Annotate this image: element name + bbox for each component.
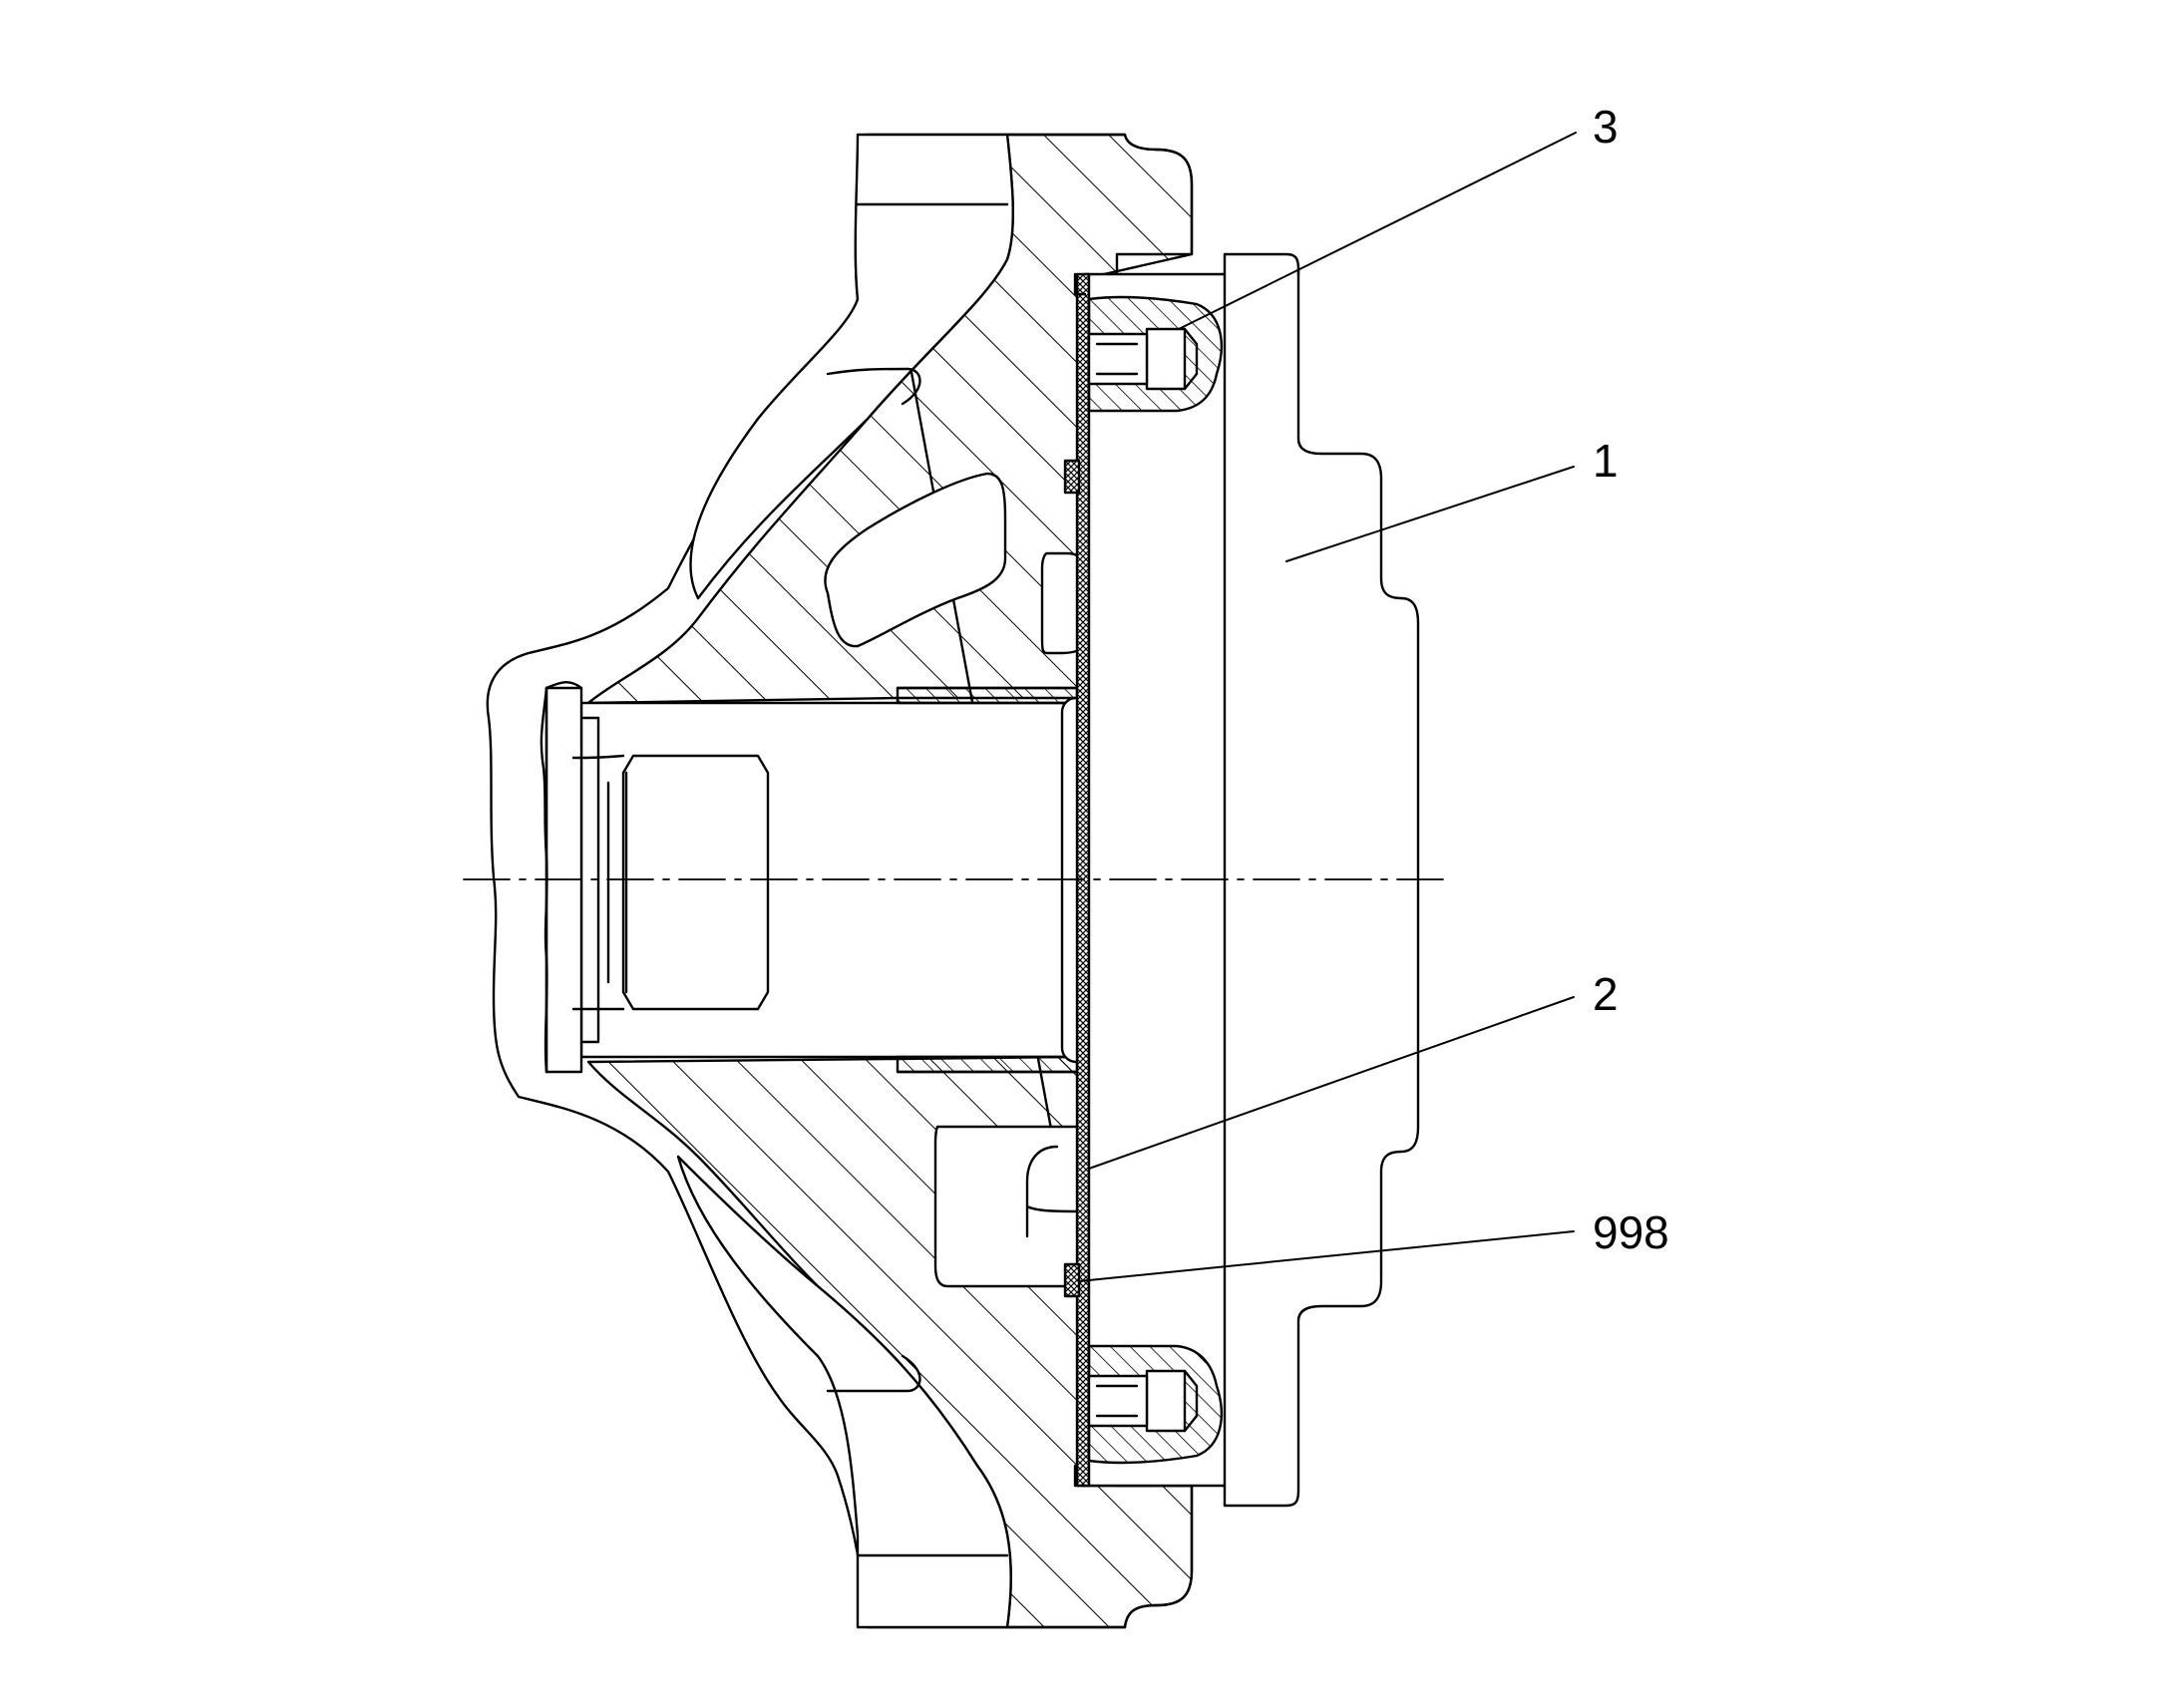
leader-2: [1088, 996, 1575, 1170]
callout-label-1: 1: [1593, 435, 1619, 487]
shaft-spline: [606, 754, 770, 1011]
cavity-upper: [824, 472, 1007, 648]
upper-lug: [689, 133, 1014, 600]
o-ring-lower: [1063, 1262, 1081, 1298]
bushing-top: [896, 686, 1079, 705]
bolt-lower-head: [1145, 1369, 1187, 1433]
shaft-end: [579, 716, 600, 1044]
callout-label-998: 998: [1593, 1206, 1669, 1258]
bushing-bottom: [896, 1055, 1079, 1074]
leader-1: [1285, 466, 1575, 562]
leader-998: [1078, 1230, 1575, 1282]
bolt-upper-head: [1145, 327, 1187, 391]
bolt-upper-shank: [1087, 332, 1149, 386]
left-break: [540, 686, 548, 1074]
bolt-lower-shank: [1087, 1374, 1149, 1428]
callout-label-3: 3: [1593, 101, 1619, 153]
callout-label-2: 2: [1593, 968, 1619, 1020]
leader-3: [1178, 132, 1577, 330]
lower-lug-inner: [826, 1354, 1009, 1557]
cavity-lower-inner: [1025, 1145, 1089, 1238]
upper-lug-inner: [826, 202, 1009, 406]
o-ring-upper: [1063, 459, 1081, 495]
cavity-lower: [933, 1125, 1089, 1288]
cover-plate: [1083, 252, 1420, 1508]
